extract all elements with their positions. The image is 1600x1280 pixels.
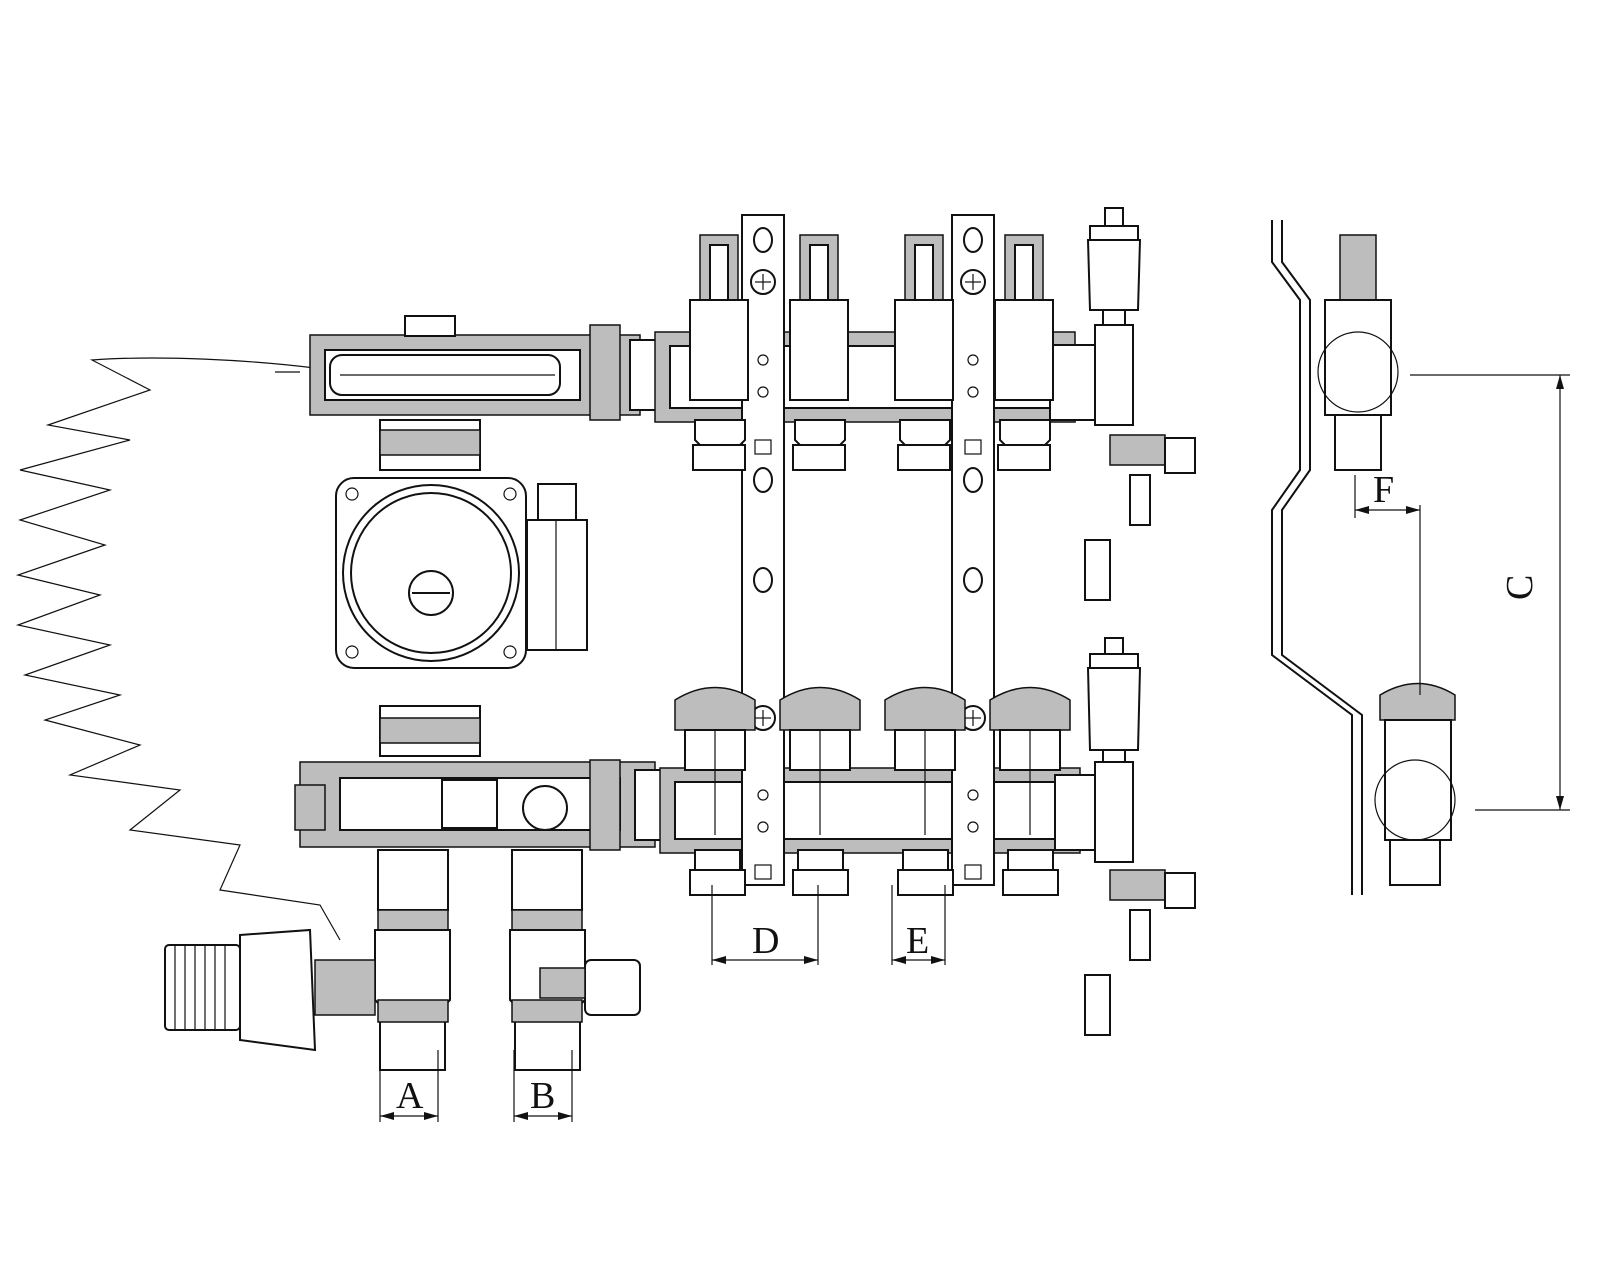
connection-pipe-b: [509, 849, 641, 1071]
dimension-e: E: [891, 885, 946, 965]
flow-meter-valve-3: [894, 234, 954, 471]
dimension-label-e: E: [906, 920, 929, 962]
dimension-label-d: D: [752, 920, 779, 962]
bottom-mixing-body: [294, 759, 681, 851]
dimension-label-b: B: [530, 1075, 555, 1117]
dimension-f: F: [1354, 469, 1421, 695]
flow-meter-valve-1: [689, 234, 749, 471]
top-mixing-body: [275, 315, 676, 471]
dimension-b: B: [513, 1050, 573, 1122]
dimension-label-a: A: [396, 1075, 424, 1117]
capillary-coil: [15, 357, 341, 941]
connection-pipe-a: [374, 849, 451, 1071]
mounting-bracket-right: [951, 214, 995, 886]
air-vent-bottom: [1084, 637, 1196, 1036]
thermostatic-head: [164, 928, 376, 1052]
dimension-d: D: [711, 885, 819, 965]
return-valve-2: [779, 686, 861, 896]
return-valve-4: [989, 686, 1071, 896]
flow-meter-valve-2: [789, 234, 849, 471]
side-view: [1271, 220, 1456, 895]
dimension-label-f: F: [1373, 469, 1394, 511]
dimension-label-c: C: [1499, 575, 1541, 600]
return-valve-3: [884, 686, 966, 896]
flow-meter-valve-4: [994, 234, 1054, 471]
return-manifold: [659, 767, 1106, 854]
return-valve-1: [674, 686, 756, 896]
dimension-c: C: [1410, 374, 1570, 811]
air-vent-top: [1084, 207, 1196, 601]
circulation-pump: [335, 477, 588, 757]
dimension-a: A: [379, 1050, 439, 1122]
